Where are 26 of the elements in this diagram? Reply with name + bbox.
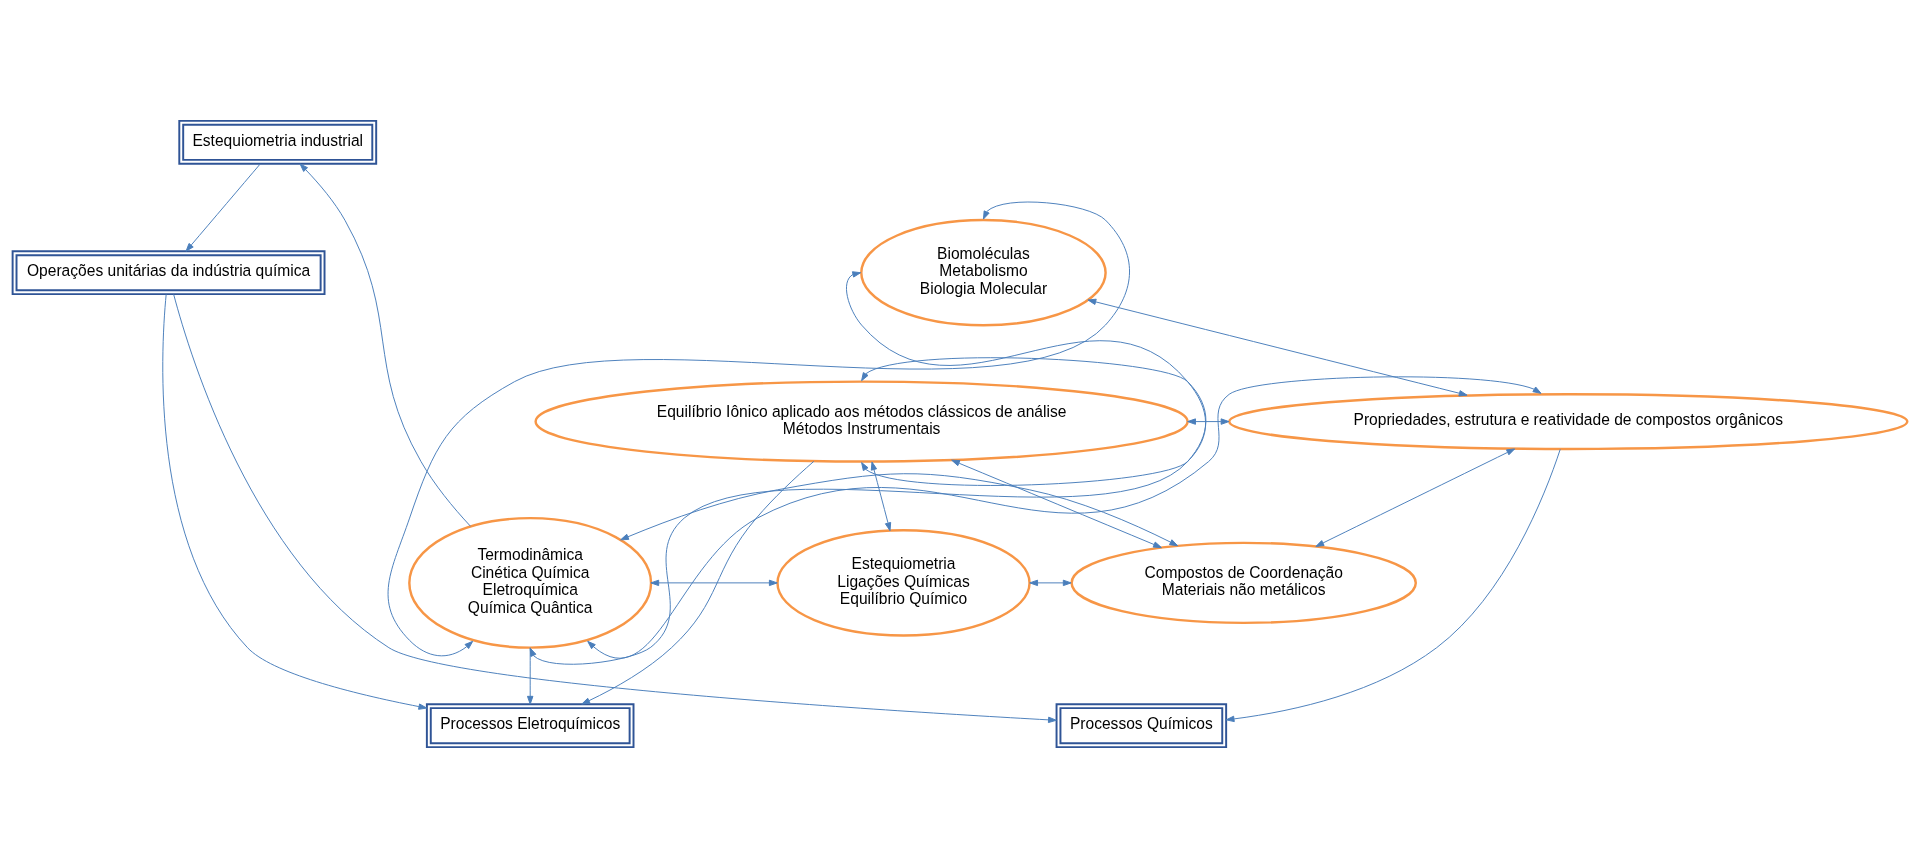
arrow [581,460,815,705]
node-box: Processos Eletroquímicos [425,703,635,749]
arrow [162,293,428,710]
node-box: Processos Químicos [1055,703,1228,749]
arrow [587,376,1542,659]
arrow [529,357,1207,665]
arrow [951,459,1162,549]
arrow [387,201,1130,657]
node-ellipse: Equilíbrio Iônico aplicado aos métodos clássicos de análise Métodos Instrumentais [534,380,1189,463]
arrow [1087,298,1468,397]
node-ellipse: Biomoléculas Metabolismo Biologia Molecular [860,218,1107,327]
arrow [620,473,1179,547]
arrow [1315,448,1516,547]
node-ellipse: Estequiometria Ligações Químicas Equilíbrio Químico [776,529,1031,637]
arrow [185,163,261,252]
arrow [846,271,1207,486]
node-box: Estequiometria industrial [178,119,378,165]
arrow [299,163,471,527]
arrow [1225,448,1561,723]
node-box: Operações unitárias da indústria química [11,250,326,296]
node-ellipse: Propriedades, estrutura e reatividade de compostos orgânicos [1228,393,1909,451]
arrow [173,293,1057,724]
arrow [650,579,778,587]
arrow [1029,579,1072,587]
arrow [870,461,892,532]
arrow [1187,418,1230,425]
